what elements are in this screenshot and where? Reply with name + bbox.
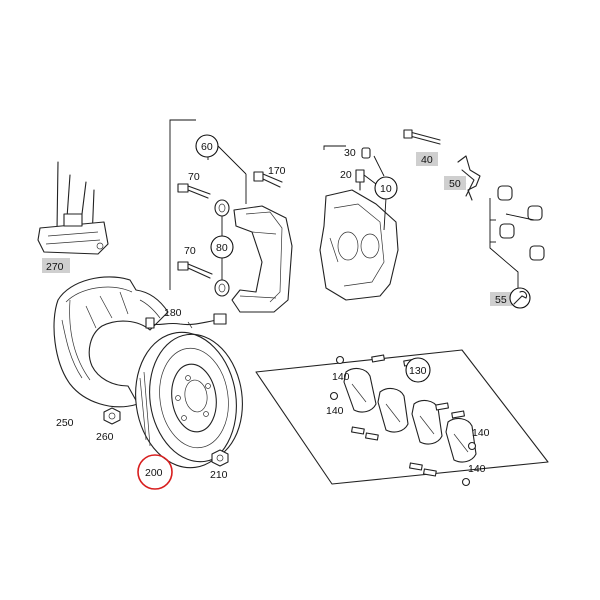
part-260-bolt xyxy=(103,407,121,425)
label-40[interactable]: 40 xyxy=(416,152,438,166)
label-80[interactable]: 80 xyxy=(210,235,234,259)
label-170[interactable]: 170 xyxy=(268,165,286,177)
part-180-wear-sensor xyxy=(145,313,227,329)
wrench-icon xyxy=(509,287,531,309)
part-270-drawing xyxy=(37,161,109,255)
part-30-bleeder-cap xyxy=(361,147,371,159)
part-80-bushings xyxy=(214,199,230,297)
label-60-text: 60 xyxy=(201,141,213,153)
label-130[interactable]: 130 xyxy=(405,357,431,383)
part-170-bolt xyxy=(253,171,283,188)
label-55-text: 55 xyxy=(495,294,507,306)
label-70-lower[interactable]: 70 xyxy=(184,245,196,257)
label-180[interactable]: 180 xyxy=(164,307,182,319)
label-200[interactable]: 200 xyxy=(137,454,173,490)
label-260[interactable]: 260 xyxy=(96,431,114,443)
label-70-upper[interactable]: 70 xyxy=(188,171,200,183)
label-30[interactable]: 30 xyxy=(344,147,356,159)
label-60[interactable]: 60 xyxy=(195,134,219,158)
label-200-text: 200 xyxy=(145,467,163,479)
caliper-housing xyxy=(319,189,399,301)
label-10[interactable]: 10 xyxy=(374,176,398,200)
label-140-a[interactable]: 140 xyxy=(332,371,350,383)
part-20-bleeder xyxy=(355,169,365,191)
label-270-text: 270 xyxy=(46,261,64,273)
label-250[interactable]: 250 xyxy=(56,417,74,429)
caliper-leaders xyxy=(323,145,387,231)
label-50-text: 50 xyxy=(449,178,461,190)
label-210[interactable]: 210 xyxy=(210,469,228,481)
part-200-brake-disc xyxy=(135,331,243,469)
label-80-text: 80 xyxy=(216,242,228,254)
part-210-bolt xyxy=(211,449,229,467)
label-140-c[interactable]: 140 xyxy=(472,427,490,439)
part-250-dust-shield xyxy=(53,276,169,408)
part-70-bolt-lower xyxy=(177,261,213,279)
label-10-text: 10 xyxy=(380,183,392,195)
part-55-seal-kit xyxy=(489,185,545,290)
caliper-carrier xyxy=(231,205,293,313)
label-270[interactable]: 270 xyxy=(42,258,70,273)
label-55[interactable]: 55 xyxy=(490,292,512,306)
part-70-bolt-upper xyxy=(177,183,211,199)
brake-pad-set xyxy=(255,349,549,487)
label-40-text: 40 xyxy=(421,154,433,166)
highlight-circle xyxy=(137,454,173,490)
label-140-d[interactable]: 140 xyxy=(468,463,486,475)
part-40-pin xyxy=(403,129,441,145)
label-130-text: 130 xyxy=(409,365,427,377)
label-140-b[interactable]: 140 xyxy=(326,405,344,417)
label-50[interactable]: 50 xyxy=(444,176,466,190)
label-20[interactable]: 20 xyxy=(340,169,352,181)
